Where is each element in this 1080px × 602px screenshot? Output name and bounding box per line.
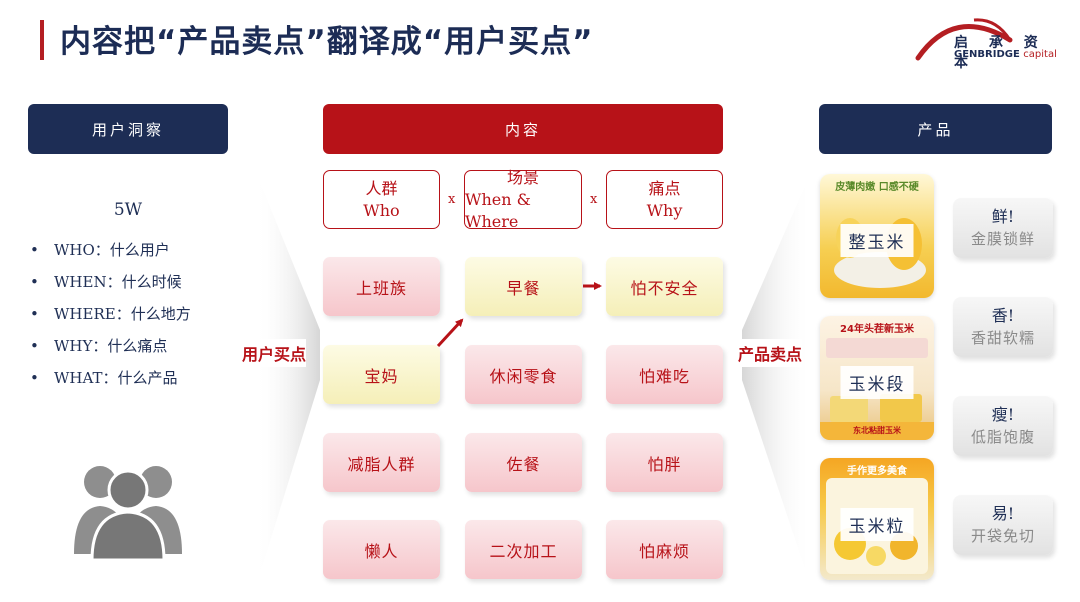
grid-cell-snack: 休闲零食	[465, 345, 582, 404]
five-w-item-who: •WHO：什么用户	[30, 241, 170, 259]
dimension-multiply-sign: x	[448, 192, 456, 207]
grid-cell-side-dish: 佐餐	[465, 433, 582, 492]
product-card-corn-segment: 24年头茬新玉米 玉米段 东北粘甜玉米	[820, 316, 934, 440]
page-title: 内容把“产品卖点”翻译成“用户买点”	[60, 24, 594, 60]
funnel-shapes	[255, 170, 812, 590]
user-buying-point-label: 用户买点	[242, 339, 307, 367]
dimension-multiply-sign: x	[590, 192, 598, 207]
five-w-item-what: •WHAT：什么产品	[30, 369, 178, 387]
five-w-list: •WHO：什么用户 •WHEN：什么时候 •WHERE：什么地方 •WHY：什么…	[30, 234, 191, 394]
product-banner: 24年头茬新玉米	[840, 324, 914, 335]
logo-chinese-name: 启 承 资 本	[954, 35, 1046, 71]
grid-cell-office-worker: 上班族	[323, 257, 440, 316]
five-w-title: 5W	[113, 200, 143, 220]
grid-cell-lazy-people: 懒人	[323, 520, 440, 579]
header-user-insight: 用户洞察	[28, 104, 228, 154]
title-accent-bar	[40, 20, 44, 60]
left-funnel-cone	[255, 170, 320, 590]
five-w-item-when: •WHEN：什么时候	[30, 273, 182, 291]
five-w-item-why: •WHY：什么痛点	[30, 337, 168, 355]
product-banner: 手作更多美食	[847, 466, 907, 477]
product-name-corn-kernel: 玉米粒	[840, 508, 914, 541]
grid-cell-breakfast: 早餐	[465, 257, 582, 316]
header-product: 产品	[819, 104, 1052, 154]
feature-easy: 易! 开袋免切	[953, 495, 1053, 555]
grid-cell-diet-people: 减脂人群	[323, 433, 440, 492]
product-banner: 皮薄肉嫩 口感不硬	[835, 182, 919, 193]
grid-cell-mom: 宝妈	[323, 345, 440, 404]
product-selling-point-label: 产品卖点	[738, 339, 803, 367]
genbridge-logo: 启 承 资 本 GENBRIDGE capital	[914, 12, 1057, 71]
product-card-whole-corn: 皮薄肉嫩 口感不硬 整玉米	[820, 174, 934, 298]
five-w-item-where: •WHERE：什么地方	[30, 305, 191, 323]
grid-cell-fear-hassle: 怕麻烦	[606, 520, 723, 579]
product-name-corn-segment: 玉米段	[840, 366, 914, 399]
grid-cell-fear-bad-taste: 怕难吃	[606, 345, 723, 404]
feature-fresh: 鲜! 金膜锁鲜	[953, 198, 1053, 258]
feature-fragrant: 香! 香甜软糯	[953, 297, 1053, 357]
logo-arc-icon	[915, 18, 1013, 61]
people-group-icon	[74, 466, 182, 560]
right-funnel-cone	[742, 170, 812, 590]
product-name-whole-corn: 整玉米	[840, 224, 914, 257]
product-card-corn-kernel: 手作更多美食 玉米粒	[820, 458, 934, 580]
feature-slim: 瘦! 低脂饱腹	[953, 396, 1053, 456]
logo-english-name: GENBRIDGE capital	[954, 49, 1057, 60]
grid-cell-fear-unsafe: 怕不安全	[606, 257, 723, 316]
product-caption: 东北粘甜玉米	[853, 426, 901, 435]
header-content: 内容	[323, 104, 723, 154]
grid-cell-fear-fat: 怕胖	[606, 433, 723, 492]
corn-image-icon	[820, 338, 934, 440]
grid-cell-reprocessing: 二次加工	[465, 520, 582, 579]
